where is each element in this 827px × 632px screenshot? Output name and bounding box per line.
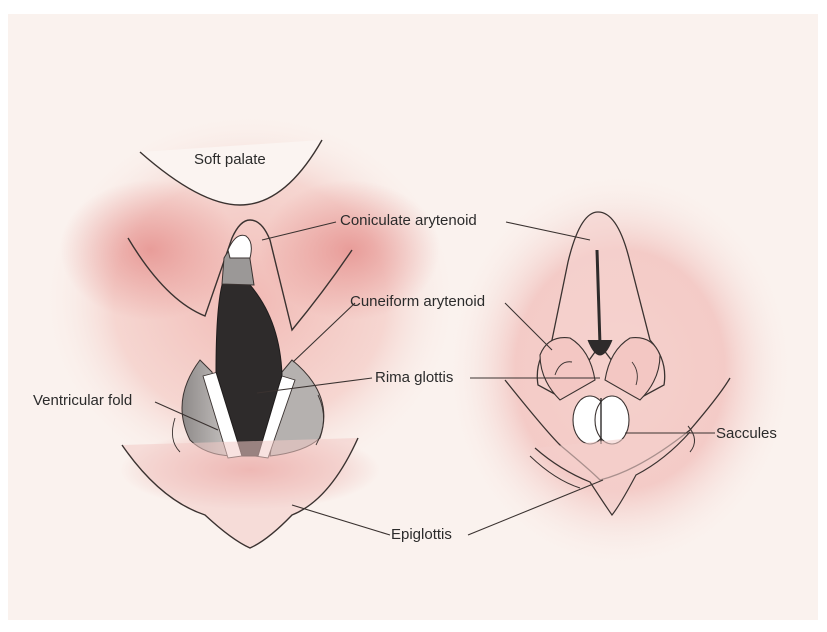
ventricular-fold-label: Ventricular fold	[33, 393, 132, 408]
cuneiform-arytenoid-label: Cuneiform arytenoid	[350, 294, 485, 309]
saccules-label: Saccules	[716, 426, 777, 441]
epiglottis-label: Epiglottis	[391, 527, 452, 542]
soft-palate-label: Soft palate	[194, 152, 266, 167]
rima-glottis-label: Rima glottis	[375, 370, 453, 385]
saccule-right	[595, 396, 629, 444]
coniculate-arytenoid-label: Coniculate arytenoid	[340, 213, 477, 228]
right-larynx-view	[445, 170, 795, 570]
